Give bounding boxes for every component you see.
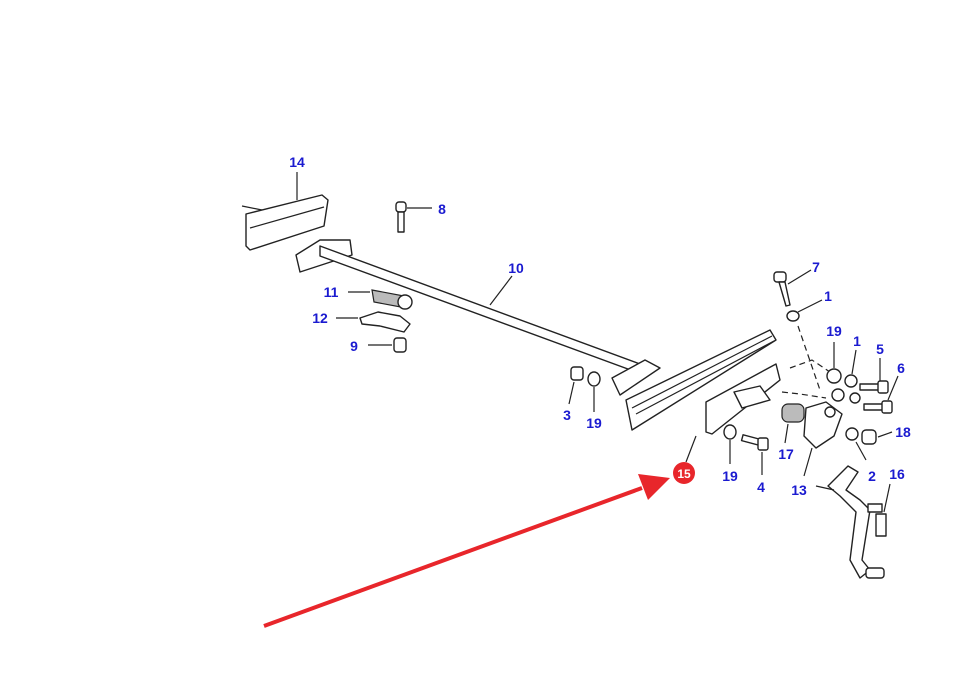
part-11-bushing <box>348 289 413 310</box>
callout-label: 10 <box>508 260 524 276</box>
callout-label: 1 <box>824 288 832 304</box>
callout-label: 8 <box>438 201 446 217</box>
part-10-shaft <box>295 239 661 396</box>
callout-label: 19 <box>722 468 738 484</box>
callout-label: 18 <box>895 424 911 440</box>
part-19-washer <box>587 371 601 412</box>
part-3-nut <box>568 366 584 405</box>
callout-label: 4 <box>757 479 765 495</box>
callout-label: 19 <box>826 323 842 339</box>
callout-label: 5 <box>876 341 884 357</box>
callout-label: 1 <box>853 333 861 349</box>
callout-label: 12 <box>312 310 328 326</box>
callout-label: 11 <box>324 284 339 300</box>
part-5-bolt <box>859 358 889 394</box>
callout-label: 7 <box>812 259 820 275</box>
part-6-bolt <box>863 375 899 414</box>
callout-label: 9 <box>350 338 358 354</box>
part-18-nut <box>861 429 893 445</box>
part-2-washer <box>845 427 867 461</box>
part-1-nut <box>844 349 858 388</box>
badge-label: 15 <box>677 467 691 481</box>
part-14-bracket <box>241 172 329 251</box>
part-1-nut <box>786 299 823 322</box>
callout-label: 14 <box>289 154 305 170</box>
part-13-housing <box>803 401 843 477</box>
highlight-badge-15[interactable]: 15 <box>673 462 695 484</box>
pointer-arrow <box>263 474 670 628</box>
part-7-bolt <box>773 269 812 307</box>
part-washer <box>831 388 861 404</box>
callout-label: 16 <box>889 466 905 482</box>
callout-label: 6 <box>897 360 905 376</box>
callout-label: 2 <box>868 468 876 484</box>
part-4-bolt <box>740 434 769 475</box>
part-9-nut <box>368 337 407 353</box>
part-8-bolt <box>395 201 432 233</box>
part-16-arm <box>815 465 891 579</box>
callout-label: 13 <box>791 482 807 498</box>
callout-label: 19 <box>586 415 602 431</box>
part-19-washer <box>723 424 737 464</box>
callout-label: 3 <box>563 407 571 423</box>
part-12-clamp <box>336 311 411 333</box>
callout-label: 17 <box>778 446 794 462</box>
part-17-bushing <box>781 403 805 444</box>
part-15-beam <box>625 329 781 463</box>
part-19-washer <box>826 342 842 384</box>
